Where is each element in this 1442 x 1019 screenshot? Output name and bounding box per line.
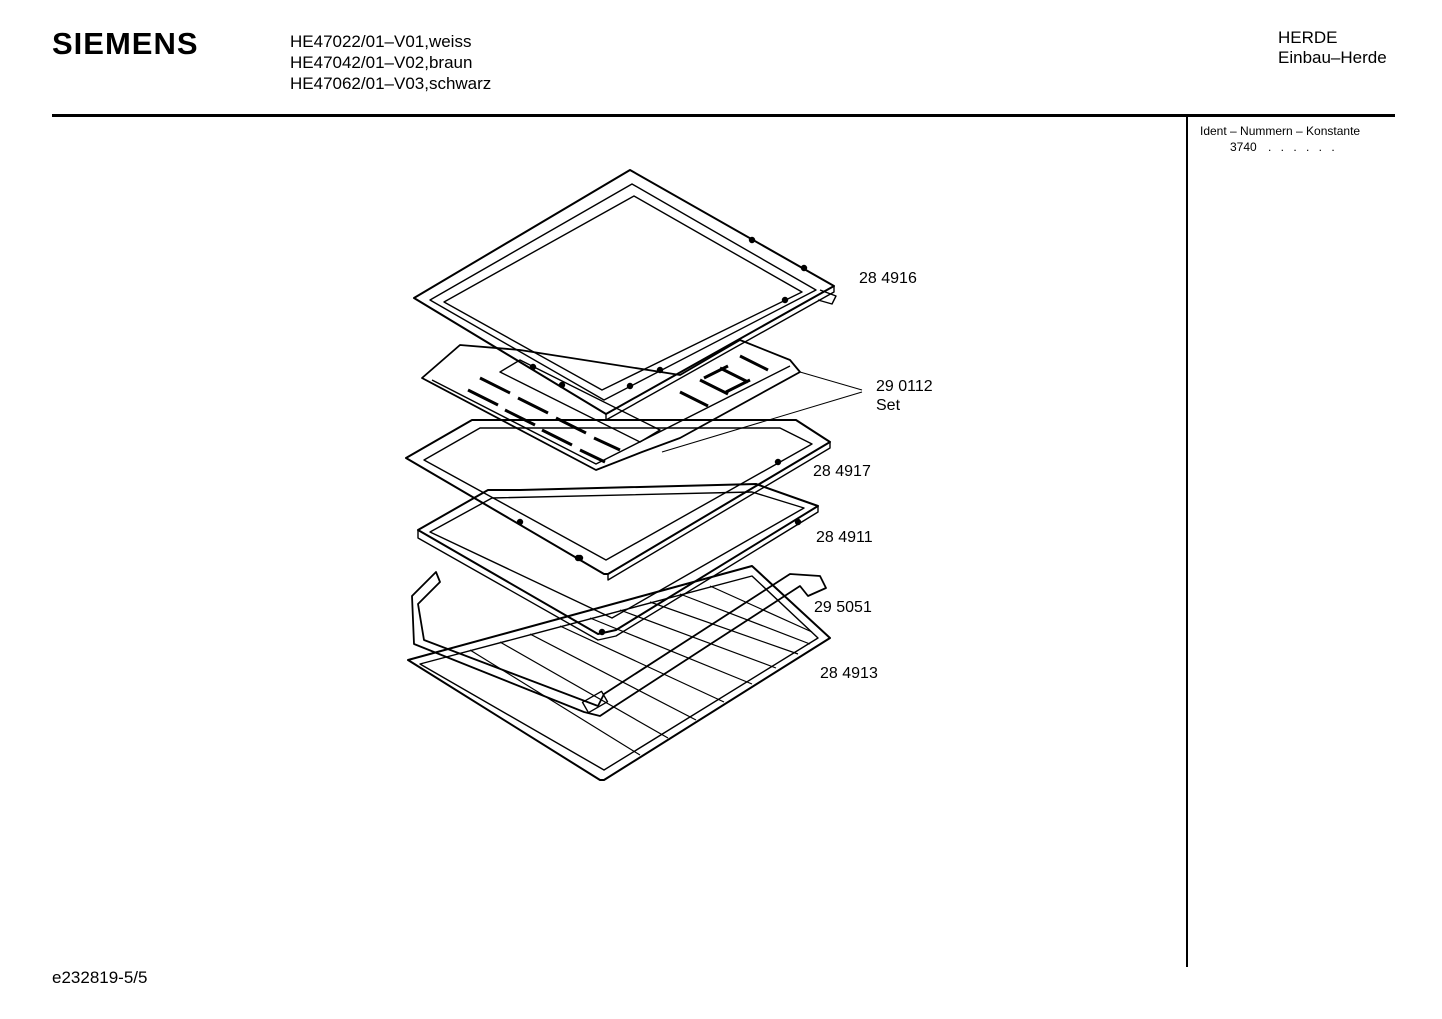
part-label-290112-set: Set [876, 397, 901, 414]
brand-logo: SIEMENS [52, 26, 199, 61]
part-label-290112: 29 0112 [876, 378, 933, 395]
part-tray-deep [405, 419, 831, 581]
part-label-284913: 28 4913 [820, 665, 878, 682]
category-subtitle: Einbau–Herde [1278, 48, 1387, 67]
sidebar-divider [1186, 117, 1188, 967]
part-enamel-sheet [417, 483, 819, 641]
leader-lines [661, 371, 863, 453]
ident-value: 3740 [1230, 140, 1257, 154]
parts-diagram [405, 169, 863, 781]
model-line-3: HE47062/01–V03,schwarz [290, 74, 492, 93]
ident-dots: . . . . . . [1268, 140, 1338, 154]
part-label-284911: 28 4911 [816, 529, 873, 546]
part-label-284916: 28 4916 [859, 270, 917, 287]
model-line-1: HE47022/01–V01,weiss [290, 32, 472, 51]
part-wire-shelf [407, 565, 831, 781]
category-title: HERDE [1278, 28, 1338, 47]
part-telescopic-rail [411, 571, 827, 717]
ident-title: Ident – Nummern – Konstante [1200, 124, 1361, 138]
part-label-284917: 28 4917 [813, 463, 871, 480]
part-grill-insert [421, 339, 801, 471]
part-label-295051: 29 5051 [814, 599, 872, 616]
part-tray-flat [413, 169, 837, 421]
document-id: e232819-5/5 [52, 968, 148, 987]
header-divider [52, 114, 1395, 117]
model-line-2: HE47042/01–V02,braun [290, 53, 473, 72]
